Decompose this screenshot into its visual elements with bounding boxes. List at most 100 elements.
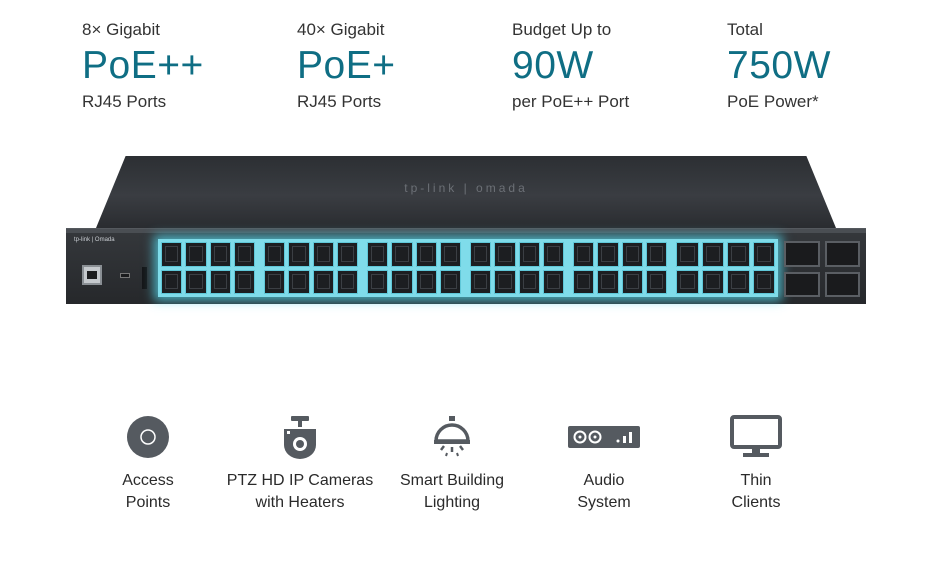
rj45-port <box>597 269 619 294</box>
port-group-3 <box>364 239 464 297</box>
rj45-port <box>161 269 183 294</box>
rj45-port <box>439 242 461 267</box>
rj45-port <box>391 269 413 294</box>
rj45-port <box>288 269 310 294</box>
app-label: Thin Clients <box>680 470 832 514</box>
rj45-port <box>312 242 334 267</box>
stat-caption-top: 40× Gigabit <box>297 20 385 39</box>
app-label: Audio System <box>528 470 680 514</box>
rj45-port <box>336 242 358 267</box>
rj45-port <box>621 269 643 294</box>
rj45-port <box>752 269 775 294</box>
app-label: Smart Building Lighting <box>376 470 528 514</box>
stat-caption-top: Budget Up to <box>512 20 612 39</box>
rj45-port <box>264 269 286 294</box>
stat-caption-bottom: per PoE++ Port <box>512 92 630 111</box>
rj45-port <box>391 242 413 267</box>
rj45-port <box>185 242 207 267</box>
stat-value: 750W <box>727 44 831 87</box>
stat-caption-bottom: PoE Power* <box>727 92 819 111</box>
rj45-port <box>701 242 724 267</box>
rj45-port <box>439 269 461 294</box>
app-audio-system: Audio System <box>528 414 680 514</box>
app-label: Access Points <box>72 470 224 514</box>
front-label-block: tp-link | Omada <box>74 237 158 299</box>
stat-poe-plus-plus: 8× Gigabit PoE++ RJ45 Ports <box>82 18 282 114</box>
access-point-icon <box>72 414 224 460</box>
console-port <box>82 265 102 285</box>
rj45-port <box>185 269 207 294</box>
reset-button <box>142 267 147 289</box>
app-label-line: Audio <box>583 472 625 489</box>
rj45-port <box>494 269 516 294</box>
app-label-line: with Heaters <box>255 494 345 511</box>
usb-port <box>120 273 130 278</box>
app-label-line: Smart Building <box>399 472 505 489</box>
rj45-port <box>542 242 564 267</box>
rj45-port <box>518 242 540 267</box>
port-group-1 <box>158 239 258 297</box>
port-group-6 <box>673 239 778 297</box>
port-group-2 <box>261 239 361 297</box>
rj45-port <box>494 242 516 267</box>
sfp-port-block <box>784 241 860 297</box>
sfp-port <box>824 241 860 267</box>
rj45-port <box>518 269 540 294</box>
ptz-camera-icon <box>224 414 376 460</box>
rj45-port <box>233 242 255 267</box>
front-edge <box>66 229 866 233</box>
rj45-port <box>233 269 255 294</box>
sfp-port <box>784 241 820 267</box>
rj45-port <box>573 269 595 294</box>
rj45-port <box>470 242 492 267</box>
application-list: Access Points PTZ HD IP Cameras with Hea… <box>72 414 832 524</box>
rj45-port <box>288 242 310 267</box>
stat-total-power: Total 750W PoE Power* <box>727 18 925 114</box>
rj45-port <box>264 242 286 267</box>
rj45-port <box>312 269 334 294</box>
app-label-line: System <box>577 494 631 511</box>
rj45-port <box>470 269 492 294</box>
rj45-port <box>752 242 775 267</box>
front-brand-logo: tp-link | Omada <box>74 237 115 243</box>
rj45-port <box>573 242 595 267</box>
stat-value: PoE++ <box>82 44 204 87</box>
stat-caption-bottom: RJ45 Ports <box>82 92 167 111</box>
app-label-line: Clients <box>731 494 781 511</box>
app-label-line: Thin <box>740 472 772 489</box>
rj45-port <box>727 269 750 294</box>
app-label: PTZ HD IP Cameras with Heaters <box>224 470 376 514</box>
rj45-port-block <box>158 239 778 297</box>
rj45-port <box>209 269 231 294</box>
feature-stats: 8× Gigabit PoE++ RJ45 Ports 40× Gigabit … <box>82 18 902 128</box>
switch-front-panel: tp-link | Omada <box>66 228 866 304</box>
app-smart-lighting: Smart Building Lighting <box>376 414 528 514</box>
app-thin-clients: Thin Clients <box>680 414 832 514</box>
stat-caption-top: 8× Gigabit <box>82 20 160 39</box>
audio-system-icon <box>528 414 680 460</box>
app-access-points: Access Points <box>72 414 224 514</box>
rj45-port <box>367 269 389 294</box>
rj45-port <box>542 269 564 294</box>
rj45-port <box>676 242 699 267</box>
rj45-port <box>415 269 437 294</box>
app-label-line: Access <box>122 472 174 489</box>
switch-device-image: tp-link | omada tp-link | Omada <box>66 156 866 306</box>
rj45-port <box>597 242 619 267</box>
app-label-line: Lighting <box>423 494 481 511</box>
rj45-port <box>701 269 724 294</box>
stat-value: 90W <box>512 44 594 87</box>
switch-top-panel: tp-link | omada <box>96 156 836 228</box>
sfp-port <box>824 271 860 297</box>
app-label-line: Points <box>125 494 171 511</box>
rj45-port <box>621 242 643 267</box>
rj45-port <box>367 242 389 267</box>
app-ptz-cameras: PTZ HD IP Cameras with Heaters <box>224 414 376 514</box>
stat-value: PoE+ <box>297 44 396 87</box>
app-label-line: PTZ HD IP Cameras <box>226 472 374 489</box>
rj45-port <box>415 242 437 267</box>
stat-port-budget: Budget Up to 90W per PoE++ Port <box>512 18 712 114</box>
rj45-port <box>336 269 358 294</box>
rj45-port <box>727 242 750 267</box>
port-group-5 <box>570 239 670 297</box>
